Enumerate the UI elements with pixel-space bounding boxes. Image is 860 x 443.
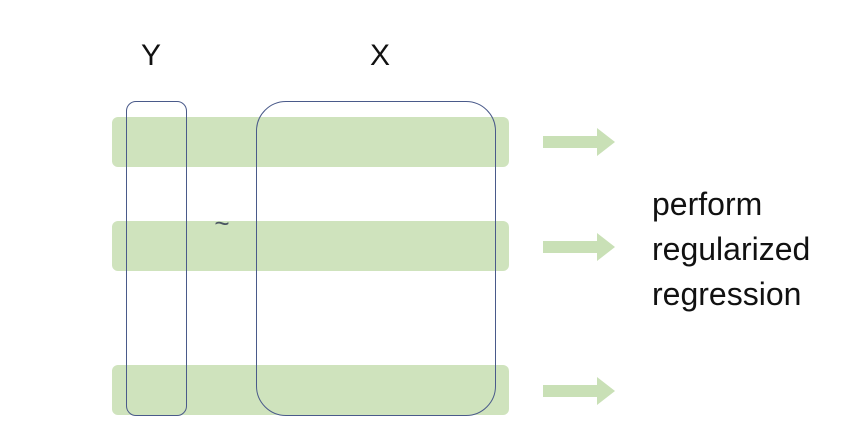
right-arrow-icon xyxy=(543,128,615,156)
right-arrow-icon xyxy=(543,377,615,405)
x-label: X xyxy=(369,39,390,72)
highlighted-row-band xyxy=(112,117,509,167)
x-matrix-box xyxy=(256,101,496,416)
right-arrow-icon xyxy=(543,233,615,261)
y-label: Y xyxy=(140,39,161,72)
highlighted-row-band xyxy=(112,221,509,271)
caption-line-3: regression xyxy=(652,276,802,312)
action-caption: perform regularized regression xyxy=(652,182,810,317)
caption-line-1: perform xyxy=(652,186,763,222)
relation-symbol: ~ xyxy=(214,208,230,238)
y-vector-box xyxy=(126,101,187,416)
caption-line-2: regularized xyxy=(652,231,811,267)
